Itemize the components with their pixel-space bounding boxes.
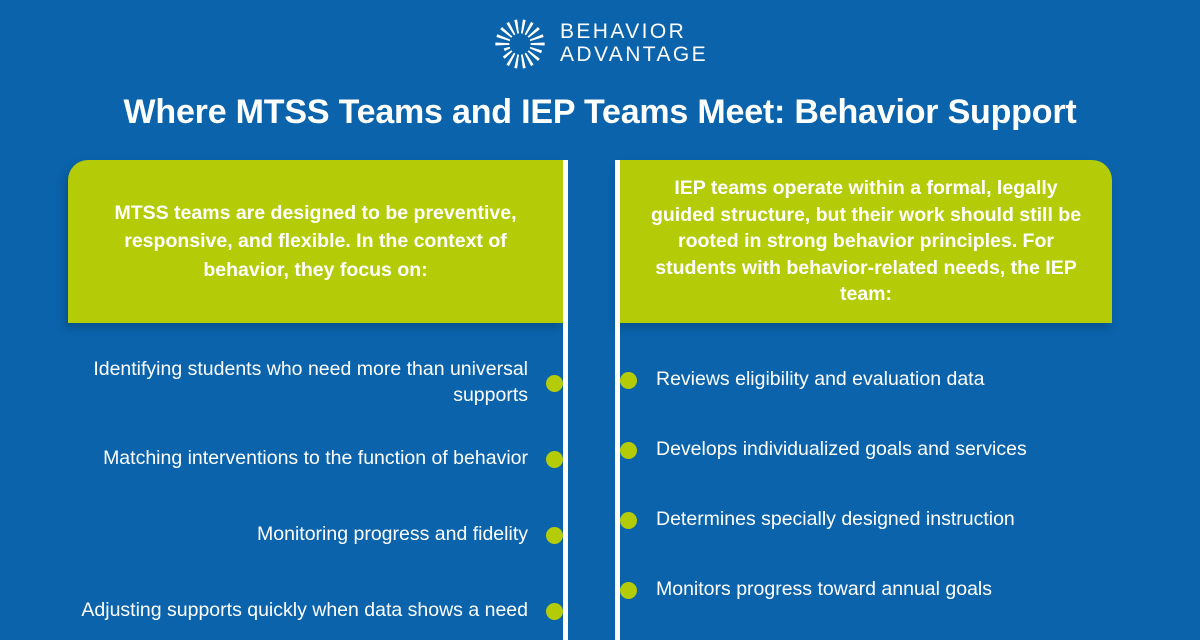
mtss-bullet-list: Identifying students who need more than … [68, 345, 563, 640]
logo-word-line-2: ADVANTAGE [559, 43, 708, 66]
mtss-summary-text: MTSS teams are designed to be preventive… [114, 202, 517, 281]
list-item-label: Develops individualized goals and servic… [656, 438, 1027, 461]
mtss-summary-card: MTSS teams are designed to be preventive… [68, 160, 563, 323]
list-item-label: Matching interventions to the function o… [103, 447, 528, 470]
logo-word-line-1: BEHAVIOR [559, 20, 687, 44]
list-item: Monitors progress toward annual goals [620, 555, 1112, 625]
bullet-dot-icon [620, 371, 637, 389]
bullet-dot-icon [546, 526, 563, 544]
list-item: Matching interventions to the function o… [68, 421, 563, 497]
sunburst-radial-logo-icon [495, 19, 545, 69]
bullet-dot-icon [620, 441, 637, 459]
logo-wordmark: BEHAVIOR ADVANTAGE [560, 21, 708, 66]
divider-rule-left [563, 160, 568, 640]
bullet-dot-icon [546, 450, 563, 468]
right-column: IEP teams operate within a formal, legal… [620, 160, 1112, 625]
bullet-dot-icon [546, 374, 563, 392]
list-item-label: Reviews eligibility and evaluation data [656, 368, 985, 391]
list-item-label: Determines specially designed instructio… [656, 508, 1015, 531]
list-item: Identifying students who need more than … [68, 345, 563, 421]
list-item-label: Adjusting supports quickly when data sho… [81, 599, 528, 622]
list-item-label: Monitors progress toward annual goals [656, 578, 993, 601]
list-item-label: Identifying students who need more than … [93, 358, 528, 406]
bullet-dot-icon [620, 581, 637, 599]
list-item: Determines specially designed instructio… [620, 485, 1112, 555]
left-column: MTSS teams are designed to be preventive… [68, 160, 563, 640]
list-item: Develops individualized goals and servic… [620, 415, 1112, 485]
brand-logo: BEHAVIOR ADVANTAGE [0, 16, 1200, 72]
iep-bullet-list: Reviews eligibility and evaluation data … [620, 345, 1112, 625]
divider-rule-right [615, 160, 620, 640]
bullet-dot-icon [546, 602, 563, 620]
list-item: Reviews eligibility and evaluation data [620, 345, 1112, 415]
list-item: Monitoring progress and fidelity [68, 497, 563, 573]
page-title: Where MTSS Teams and IEP Teams Meet: Beh… [123, 93, 1077, 131]
bullet-dot-icon [620, 511, 637, 529]
list-item: Adjusting supports quickly when data sho… [68, 573, 563, 640]
iep-summary-text: IEP teams operate within a formal, legal… [650, 177, 1082, 306]
iep-summary-card: IEP teams operate within a formal, legal… [620, 160, 1112, 323]
list-item-label: Monitoring progress and fidelity [257, 523, 528, 546]
